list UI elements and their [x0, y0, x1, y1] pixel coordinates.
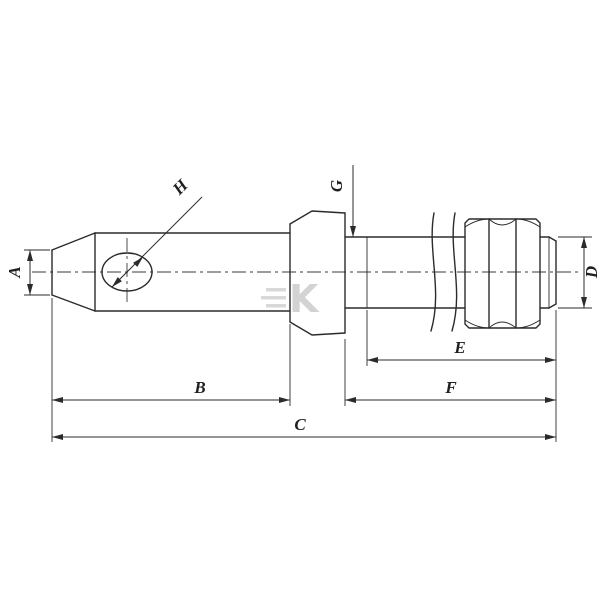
dim-a-label: A	[5, 266, 24, 278]
extension-lines	[24, 236, 592, 442]
watermark-bar	[266, 288, 286, 292]
dim-h-leader	[111, 196, 203, 288]
watermark-bar	[266, 304, 286, 308]
watermark-logo: K	[261, 277, 320, 321]
dim-c-label: C	[294, 415, 306, 434]
threaded-shaft	[344, 236, 557, 309]
pin-outline	[51, 210, 557, 336]
watermark-bar	[261, 296, 286, 300]
pin-body	[94, 232, 291, 312]
cross-hole	[101, 252, 153, 292]
dim-g-label: G	[327, 179, 346, 192]
spring-washer	[430, 212, 458, 332]
pin-nose	[51, 232, 96, 312]
hex-nut	[464, 218, 541, 329]
cone-collar	[289, 210, 346, 336]
dim-h-label: H	[168, 175, 192, 199]
dim-b-label: B	[193, 378, 205, 397]
watermark-letter: K	[289, 277, 320, 321]
dim-e-label: E	[453, 338, 465, 357]
dim-d-label: D	[582, 266, 600, 279]
dimension-arrowheads	[27, 226, 587, 440]
dim-f-label: F	[444, 378, 457, 397]
